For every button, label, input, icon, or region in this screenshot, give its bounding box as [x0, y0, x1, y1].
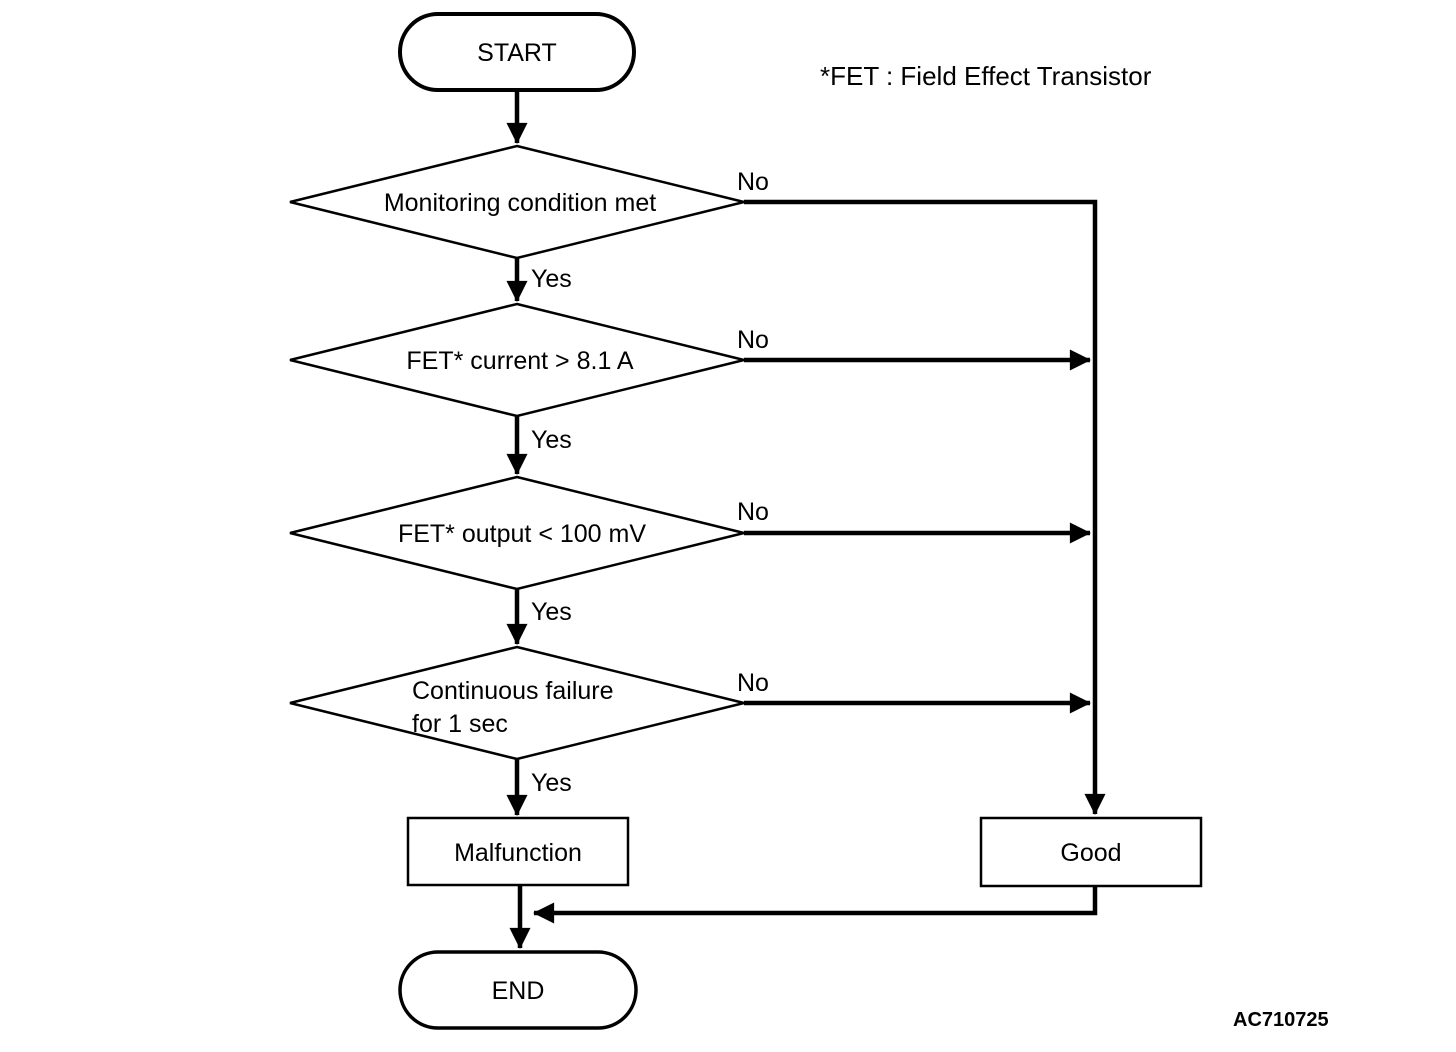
decision-monitoring-condition: Monitoring condition met — [289, 144, 745, 260]
malfunction-box: Malfunction — [406, 816, 630, 887]
edge-good-to-merge — [533, 886, 1098, 924]
decision-continuous-failure: Continuous failure for 1 sec — [289, 645, 745, 761]
decision-4-label-line2: for 1 sec — [412, 710, 508, 738]
end-shape — [398, 950, 638, 1030]
d4-yes-label: Yes — [531, 769, 572, 797]
d1-yes-label: Yes — [531, 265, 572, 293]
start-terminator: START — [398, 12, 636, 92]
decision-3-shape — [289, 475, 745, 591]
decision-4-label-line1: Continuous failure — [412, 677, 614, 705]
d2-no-label: No — [737, 326, 769, 354]
good-shape — [979, 816, 1203, 888]
good-box: Good — [979, 816, 1203, 888]
start-label: START — [477, 39, 557, 67]
d4-no-label: No — [737, 669, 769, 697]
decision-fet-output: FET* output < 100 mV — [289, 475, 745, 591]
decision-4-shape — [289, 645, 745, 761]
fet-note: *FET : Field Effect Transistor — [820, 61, 1152, 91]
end-label: END — [492, 977, 545, 1005]
d3-yes-label: Yes — [531, 598, 572, 626]
edge-d1-no-to-good — [744, 199, 1106, 815]
malfunction-label: Malfunction — [454, 839, 582, 867]
decision-1-label: Monitoring condition met — [384, 189, 656, 217]
good-label: Good — [1060, 839, 1121, 867]
figure-code: AC710725 — [1233, 1009, 1329, 1031]
d3-no-label: No — [737, 498, 769, 526]
d1-no-label: No — [737, 168, 769, 196]
d2-yes-label: Yes — [531, 426, 572, 454]
decision-1-shape — [289, 144, 745, 260]
decision-2-shape — [289, 302, 745, 418]
decision-2-label: FET* current > 8.1 A — [406, 347, 634, 375]
decision-fet-current: FET* current > 8.1 A — [289, 302, 745, 418]
start-shape — [398, 12, 636, 92]
malfunction-shape — [406, 816, 630, 887]
decision-3-label: FET* output < 100 mV — [398, 520, 646, 548]
end-terminator: END — [398, 950, 638, 1030]
